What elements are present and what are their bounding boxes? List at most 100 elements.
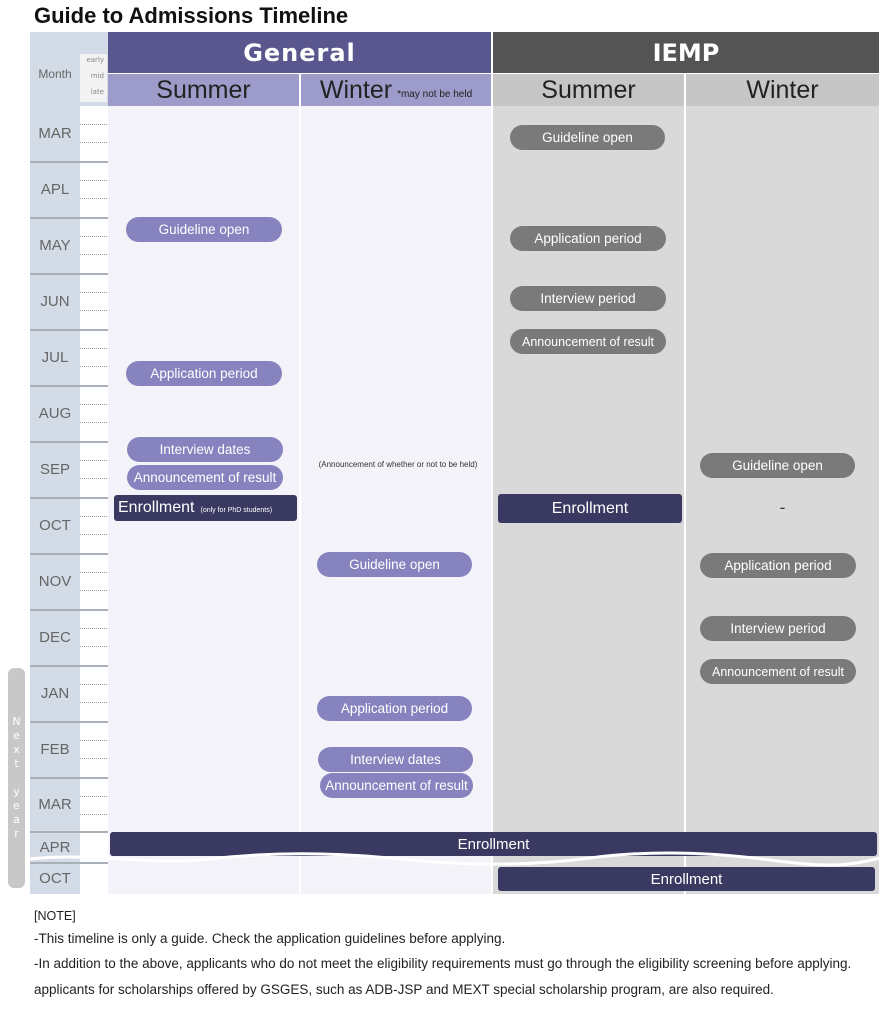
month-separator (30, 161, 108, 163)
month-header-label: Month (38, 67, 72, 81)
general-summer-enrollment-label: Enrollment (118, 499, 195, 516)
wavy-divider (30, 851, 880, 867)
legend-late: late (90, 88, 104, 96)
iemp-summer-title: Summer (541, 75, 636, 104)
subperiod-tick (80, 292, 107, 293)
month-label-oct-next: OCT (39, 870, 71, 887)
subperiod-tick (80, 590, 107, 591)
next-year-letter: e (13, 729, 20, 742)
subperiod-tick (80, 404, 107, 405)
subperiod-column (80, 106, 107, 894)
note-line-1: -This timeline is only a guide. Check th… (34, 931, 506, 946)
general-summer-announcement: Announcement of result (127, 465, 283, 490)
next-year-letter: t (14, 757, 19, 770)
iemp-summer-guideline-open: Guideline open (510, 125, 665, 150)
general-summer-enrollment-note: (only for PhD students) (200, 506, 273, 514)
subperiod-tick (80, 758, 107, 759)
month-separator (30, 862, 108, 864)
iemp-summer-interview-period: Interview period (510, 286, 666, 311)
next-year-letter: y (13, 785, 20, 798)
legend-box (80, 54, 107, 102)
general-summer-title: Summer (156, 75, 251, 104)
next-year-letter: a (13, 813, 20, 826)
month-label-jul: JUL (41, 349, 69, 366)
general-summer-application-period: Application period (126, 361, 282, 386)
next-year-letter: r (14, 827, 19, 840)
iemp-winter-interview-period: Interview period (700, 616, 856, 641)
subperiod-tick (80, 422, 107, 423)
subperiod-tick (80, 702, 107, 703)
next-year-letter: N (12, 715, 21, 728)
subperiod-tick (80, 254, 107, 255)
subperiod-tick (80, 124, 107, 125)
month-label-dec: DEC (39, 629, 71, 646)
subperiod-tick (80, 814, 107, 815)
month-label-oct: OCT (39, 517, 71, 534)
general-winter-held-announcement: (Announcement of whether or not to be he… (318, 460, 478, 469)
subperiod-tick (80, 740, 107, 741)
month-separator (30, 777, 108, 779)
subperiod-tick (80, 478, 107, 479)
general-winter-header: Winter *may not be held (301, 74, 491, 106)
month-separator (30, 385, 108, 387)
legend-mid: mid (90, 72, 104, 80)
general-header: General (108, 32, 491, 73)
month-label-may: MAY (39, 237, 71, 254)
note-line-2: -In addition to the above, applicants wh… (34, 956, 852, 997)
subperiod-tick (80, 796, 107, 797)
general-summer-guideline-open: Guideline open (126, 217, 282, 242)
subperiod-tick (80, 310, 107, 311)
month-label-apr: APR (39, 839, 71, 856)
subperiod-tick (80, 534, 107, 535)
subperiod-tick (80, 646, 107, 647)
general-winter-announcement: Announcement of result (320, 773, 473, 798)
page-title: Guide to Admissions Timeline (34, 3, 349, 28)
subperiod-tick (80, 460, 107, 461)
subperiod-tick (80, 198, 107, 199)
month-separator (30, 273, 108, 275)
iemp-winter-application-period: Application period (700, 553, 856, 578)
month-separator (30, 497, 108, 499)
month-label-mar: MAR (38, 125, 72, 142)
next-year-letter: e (13, 799, 20, 812)
month-separator (30, 217, 108, 219)
iemp-winter-header: Winter (686, 74, 879, 106)
month-column (30, 106, 80, 894)
subperiod-tick (80, 180, 107, 181)
subperiod-tick (80, 572, 107, 573)
next-year-letter: x (13, 743, 20, 756)
iemp-summer-application-period: Application period (510, 226, 666, 251)
month-separator (30, 665, 108, 667)
iemp-winter-column (686, 106, 879, 894)
general-summer-header: Summer (108, 74, 299, 106)
month-label-nov: NOV (38, 573, 72, 590)
month-label-apl: APL (40, 181, 70, 198)
month-separator (30, 831, 108, 833)
note-heading: [NOTE] (34, 909, 76, 923)
month-label-sep: SEP (39, 461, 70, 478)
general-summer-enrollment: Enrollment (only for PhD students) (114, 495, 297, 521)
month-label-feb: FEB (40, 741, 70, 758)
subperiod-tick (80, 236, 107, 237)
general-winter-note: *may not be held (397, 88, 473, 100)
general-winter-title: Winter (319, 75, 393, 104)
subperiod-tick (80, 684, 107, 685)
month-separator (30, 609, 108, 611)
subperiod-tick (80, 516, 107, 517)
iemp-summer-announcement: Announcement of result (510, 329, 666, 354)
month-separator (30, 553, 108, 555)
month-separator (30, 441, 108, 443)
subperiod-tick (80, 348, 107, 349)
subperiod-tick (80, 366, 107, 367)
month-label-mar-next: MAR (38, 796, 72, 813)
next-year-letter (15, 771, 19, 785)
iemp-winter-dash: - (779, 497, 786, 517)
month-separator (30, 721, 108, 723)
legend-early: early (86, 56, 104, 64)
iemp-header: IEMP (493, 32, 879, 73)
next-year-bracket: N e x t y e a r (8, 668, 25, 888)
subperiod-tick (80, 142, 107, 143)
iemp-winter-title: Winter (746, 75, 819, 104)
enrollment-apr-bar: Enrollment (110, 832, 877, 856)
month-label-jun: JUN (40, 293, 70, 310)
